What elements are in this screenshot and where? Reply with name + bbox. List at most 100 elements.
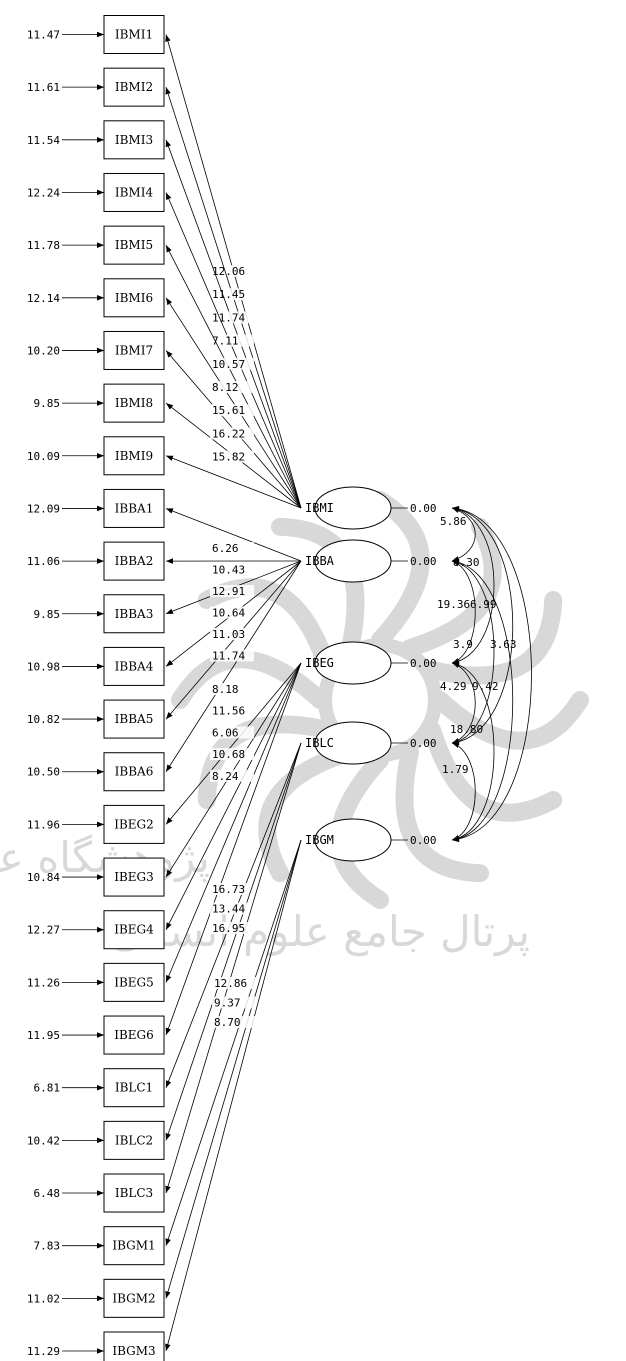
error-variance-label: 11.29 — [27, 1345, 60, 1358]
latent-label: IBGM — [305, 833, 334, 847]
indicator-boxes: IBMI111.47IBMI211.61IBMI311.54IBMI412.24… — [27, 15, 165, 1361]
indicator-box — [103, 1068, 165, 1108]
indicator-label: IBMI8 — [115, 396, 153, 410]
covariance-ibba-ibgm: 9.42 — [451, 559, 514, 842]
loading-arrow — [165, 662, 302, 983]
loading-label-bg — [210, 683, 254, 695]
loading-ibba2: 10.43 — [165, 558, 302, 577]
loading-ibmi1: 12.06 — [165, 34, 302, 509]
loading-arrow — [165, 662, 302, 825]
error-variance-label: 12.09 — [27, 502, 60, 515]
covariance-ibmi-ibgm: 1.79 — [442, 505, 532, 843]
loading-iblc3: 16.95 — [165, 742, 302, 1194]
error-variance-label: 12.14 — [27, 292, 60, 305]
loading-label: 16.95 — [212, 922, 245, 935]
error-variance-label: 12.24 — [27, 186, 60, 199]
loading-label: 11.74 — [212, 311, 245, 324]
latent-label: IBLC — [305, 736, 334, 750]
loading-label: 8.18 — [212, 683, 239, 696]
latent-ibgm: IBGM 0.00 — [305, 818, 437, 862]
loading-label: 6.06 — [212, 726, 239, 739]
loading-arrow — [165, 455, 302, 509]
indicator-label: IBBA4 — [115, 659, 154, 673]
indicator-box — [103, 1226, 165, 1266]
indicator-label: IBLC3 — [115, 1186, 153, 1200]
loading-ibeg2: 8.18 — [165, 662, 302, 825]
loading-ibmi6: 8.12 — [165, 297, 302, 509]
loading-label: 12.91 — [212, 585, 245, 598]
loading-label-bg — [210, 334, 254, 347]
loading-arrow — [165, 192, 302, 509]
indicator-label: IBBA3 — [115, 607, 154, 621]
indicator-label: IBEG2 — [114, 817, 154, 831]
error-variance-label: 12.27 — [27, 924, 60, 937]
indicator-label: IBLC2 — [115, 1133, 153, 1147]
loading-label: 8.70 — [214, 1016, 241, 1029]
covariance-arc — [451, 742, 476, 841]
loading-iblc1: 16.73 — [165, 742, 302, 1088]
loading-label-bg — [210, 265, 254, 277]
loading-label: 16.73 — [212, 883, 245, 896]
loading-label: 11.56 — [212, 705, 245, 718]
latent-label: IBBA — [305, 554, 335, 568]
error-variance-label: 11.47 — [27, 29, 60, 42]
loading-label-bg — [210, 450, 254, 463]
loading-ibgm2: 9.37 — [165, 839, 302, 1299]
loading-ibba5: 11.03 — [165, 560, 302, 720]
error-variance-label: 11.95 — [27, 1029, 60, 1042]
covariance-label: 5.86 — [440, 515, 467, 528]
error-variance-label: 10.20 — [27, 344, 60, 357]
loading-label: 15.61 — [212, 404, 245, 417]
covariance-label: 8.30 — [453, 556, 480, 569]
loading-ibba6: 11.74 — [165, 560, 302, 772]
error-variance-label: 7.83 — [34, 1240, 61, 1253]
loading-arrow — [165, 662, 302, 1036]
indicator-label: IBMI7 — [115, 343, 153, 357]
error-variance-label: 11.26 — [27, 976, 60, 989]
covariance-label: 19.36 — [437, 598, 470, 611]
loading-ibeg5: 10.68 — [165, 662, 302, 983]
loading-arrow — [165, 297, 302, 509]
loading-label-bg — [210, 606, 254, 619]
latent-variance-label: 0.00 — [410, 502, 437, 515]
covariance-label: 9.42 — [472, 680, 499, 693]
indicator-box — [103, 804, 165, 844]
indicator-label: IBMI1 — [115, 28, 153, 42]
indicator-label: IBBA2 — [115, 554, 154, 568]
latent-variance-label: 0.00 — [410, 834, 437, 847]
indicator-box — [103, 1173, 165, 1213]
watermark-petal — [371, 491, 430, 649]
loading-label-bg — [210, 542, 254, 554]
covariance-label: 6.99 — [470, 598, 497, 611]
loading-label-bg — [210, 748, 254, 761]
indicator-box — [103, 1278, 165, 1318]
loading-ibba1: 6.26 — [165, 508, 302, 562]
loading-label: 8.12 — [212, 381, 239, 394]
error-variance-label: 10.84 — [27, 871, 60, 884]
loading-arrow — [165, 839, 302, 1352]
loading-ibeg4: 6.06 — [165, 662, 302, 930]
loading-arrow — [165, 244, 302, 509]
error-variance-label: 10.42 — [27, 1134, 60, 1147]
covariance-arc — [451, 559, 495, 745]
loading-label-bg — [210, 404, 254, 417]
loading-arrow — [165, 560, 302, 720]
loading-ibmi4: 7.11 — [165, 192, 302, 509]
covariance-arc — [451, 559, 514, 842]
indicator-box — [103, 699, 165, 739]
indicator-box — [103, 383, 165, 423]
loading-label-bg — [210, 628, 254, 640]
error-variance-label: 10.82 — [27, 713, 60, 726]
